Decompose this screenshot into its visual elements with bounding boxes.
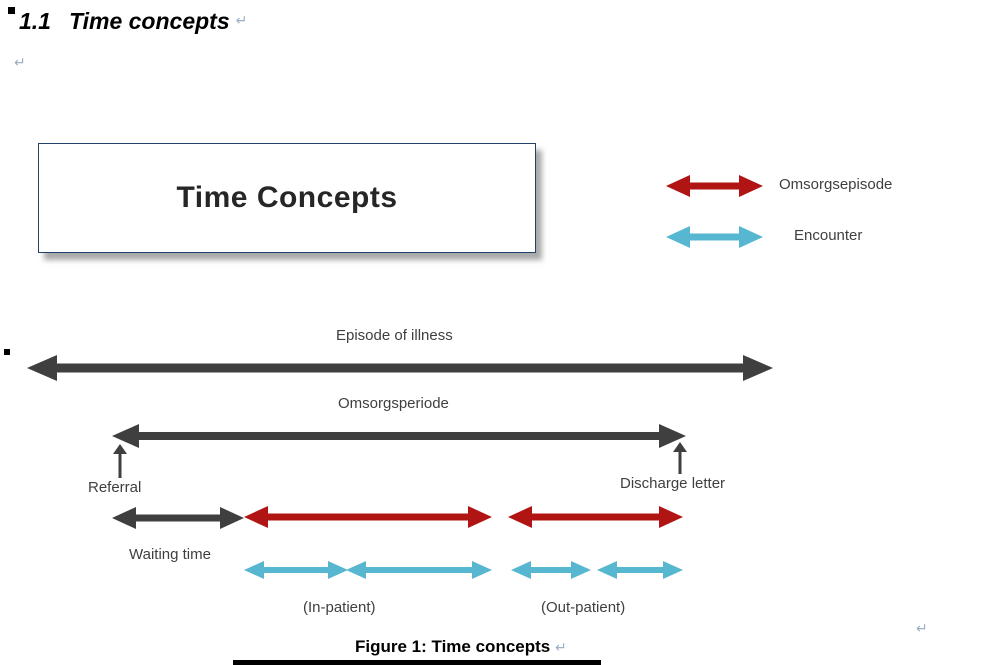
discharge-pointer-arrow-icon bbox=[673, 442, 687, 474]
omsorgsepisode-arrow-1-icon bbox=[244, 506, 492, 528]
encounter-arrow-4-icon bbox=[597, 561, 683, 579]
legend-encounter-arrow-icon bbox=[666, 226, 763, 248]
heading-title: Time concepts bbox=[68, 8, 230, 34]
title-box-label: Time Concepts bbox=[176, 181, 398, 214]
label-in-patient: (In-patient) bbox=[303, 599, 376, 616]
encounter-arrow-2-icon bbox=[346, 561, 492, 579]
arrow-shaft bbox=[687, 233, 742, 241]
bottom-rule bbox=[233, 660, 601, 665]
arrow-shaft bbox=[265, 513, 471, 521]
paragraph-mark-icon: ↵ bbox=[235, 12, 248, 28]
arrow-shaft bbox=[54, 363, 746, 373]
figure-caption-text: Figure 1: Time concepts bbox=[355, 637, 551, 656]
arrow-shaft bbox=[528, 567, 574, 573]
waiting-time-arrow-icon bbox=[112, 507, 244, 529]
figure-caption: Figure 1: Time concepts ↵ bbox=[355, 637, 567, 657]
title-box: Time Concepts bbox=[38, 143, 536, 253]
encounter-arrow-1-icon bbox=[244, 561, 348, 579]
omsorgsperiode-arrow-icon bbox=[112, 424, 686, 448]
paragraph-mark-icon: ↵ bbox=[554, 639, 567, 655]
arrow-shaft bbox=[687, 182, 742, 190]
paragraph-mark-icon: ↵ bbox=[14, 54, 26, 70]
legend-label-encounter: Encounter bbox=[794, 227, 863, 244]
anchor-mark-icon bbox=[4, 349, 10, 355]
legend-label-omsorgsepisode: Omsorgsepisode bbox=[779, 176, 893, 193]
omsorgsepisode-arrow-2-icon bbox=[508, 506, 683, 528]
arrow-shaft bbox=[261, 567, 331, 573]
label-out-patient: (Out-patient) bbox=[541, 599, 626, 616]
arrow-stem bbox=[678, 450, 682, 474]
referral-pointer-arrow-icon bbox=[113, 444, 127, 478]
paragraph-mark-icon: ↵ bbox=[916, 620, 928, 636]
anchor-mark-icon bbox=[8, 7, 15, 14]
legend-omsorgsepisode-arrow-icon bbox=[666, 175, 763, 197]
label-episode-of-illness: Episode of illness bbox=[336, 327, 453, 344]
label-omsorgsperiode: Omsorgsperiode bbox=[338, 395, 449, 412]
arrow-shaft bbox=[529, 513, 662, 521]
section-heading: 1.1 Time concepts ↵ bbox=[19, 8, 247, 35]
heading-number: 1.1 bbox=[19, 8, 51, 34]
label-referral: Referral bbox=[88, 479, 142, 496]
label-discharge-letter: Discharge letter bbox=[620, 475, 726, 492]
arrow-shaft bbox=[133, 514, 223, 522]
episode-of-illness-arrow-icon bbox=[27, 355, 773, 381]
arrow-shaft bbox=[136, 432, 662, 440]
arrow-shaft bbox=[614, 567, 666, 573]
encounter-arrow-3-icon bbox=[511, 561, 591, 579]
label-waiting-time: Waiting time bbox=[129, 546, 211, 563]
arrow-shaft bbox=[363, 567, 475, 573]
arrow-stem bbox=[118, 452, 122, 478]
